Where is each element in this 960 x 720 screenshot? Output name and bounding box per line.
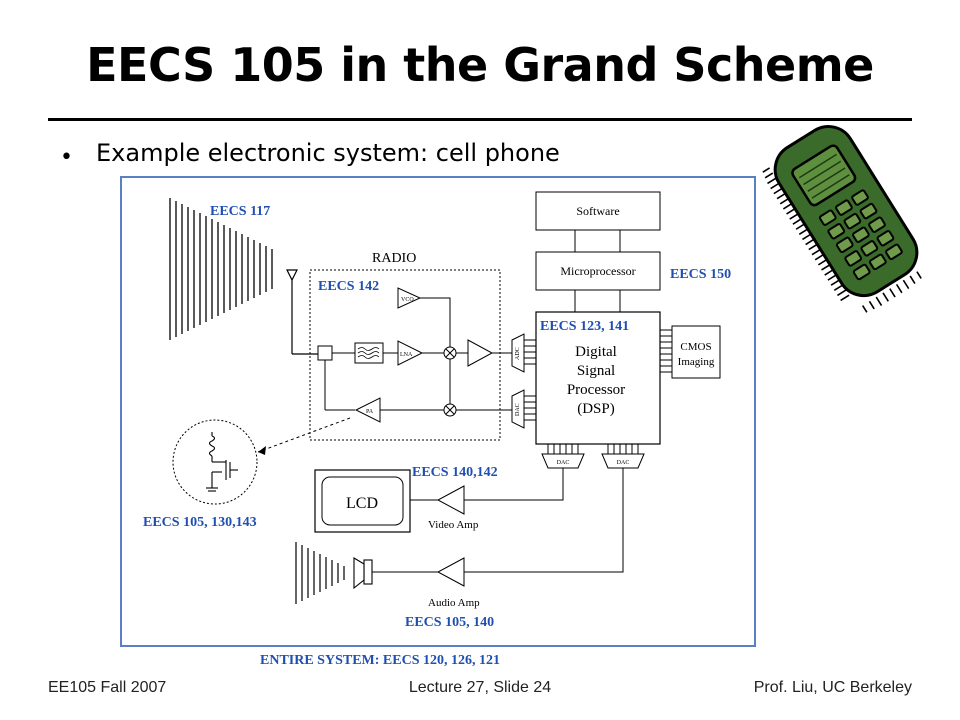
title-divider [48,118,912,121]
label-lna: LNA [400,352,413,358]
label-eecs140-142: EECS 140,142 [412,465,498,480]
label-video-amp: Video Amp [428,519,479,531]
label-pa: PA [366,409,374,415]
label-audio-dac: DAC [617,460,630,466]
label-microprocessor: Microprocessor [560,264,635,278]
transistor-icon [206,432,238,492]
video-dac-block [541,453,585,469]
dac-block [511,389,525,429]
sound-waves [295,542,345,604]
label-vco: VCO [401,297,414,303]
bullet-text: Example electronic system: cell phone [96,139,560,167]
radiation-waves [169,198,273,340]
slide-title: EECS 105 in the Grand Scheme [86,38,874,92]
label-eecs105-130-143: EECS 105, 130,143 [143,515,257,530]
label-eecs150: EECS 150 [670,267,731,282]
audio-dac-block [601,453,645,469]
pa-amplifier [354,397,381,423]
label-audio-amp: Audio Amp [428,597,480,609]
label-eecs117: EECS 117 [210,204,270,219]
zoom-pointer-line [257,417,351,453]
footer-author: Prof. Liu, UC Berkeley [753,679,912,696]
duplexer-box [317,345,333,361]
label-entire-system: ENTIRE SYSTEM: EECS 120, 126, 121 [260,653,500,668]
label-dac: DAC [515,403,521,416]
dsp-block [535,311,661,445]
label-dsp-4: (DSP) [577,401,615,417]
audio-amp [436,557,465,587]
diagram-frame [120,176,756,647]
software-block [535,191,661,231]
microprocessor-block [535,251,661,291]
label-adc: ADC [515,347,521,360]
footer-slide-number: Lecture 27, Slide 24 [408,679,552,696]
bullet-marker: • [60,145,73,170]
video-amp [436,485,465,515]
label-dsp-1: Digital [575,344,617,360]
if-amplifier [467,339,494,367]
speaker-icon [353,557,373,590]
label-lcd: LCD [346,495,378,512]
transistor-detail-circle [172,419,258,505]
label-software: Software [576,204,619,218]
label-video-dac: DAC [557,460,570,466]
footer-course: EE105 Fall 2007 [48,679,167,696]
adc-block [511,333,525,373]
label-radio: RADIO [372,251,416,266]
antenna-icon [286,269,318,355]
label-cmos-1: CMOS [680,341,711,353]
cmos-imaging-block [671,325,721,379]
label-eecs123-141: EECS 123, 141 [540,319,629,334]
label-eecs142: EECS 142 [318,279,379,294]
label-dsp-3: Processor [567,382,625,398]
label-dsp-2: Signal [577,363,615,379]
label-eecs105-140: EECS 105, 140 [405,615,494,630]
vco-block [397,287,422,309]
lna-amplifier [397,340,424,366]
label-cmos-2: Imaging [678,356,715,368]
cell-phone-icon [762,125,922,313]
